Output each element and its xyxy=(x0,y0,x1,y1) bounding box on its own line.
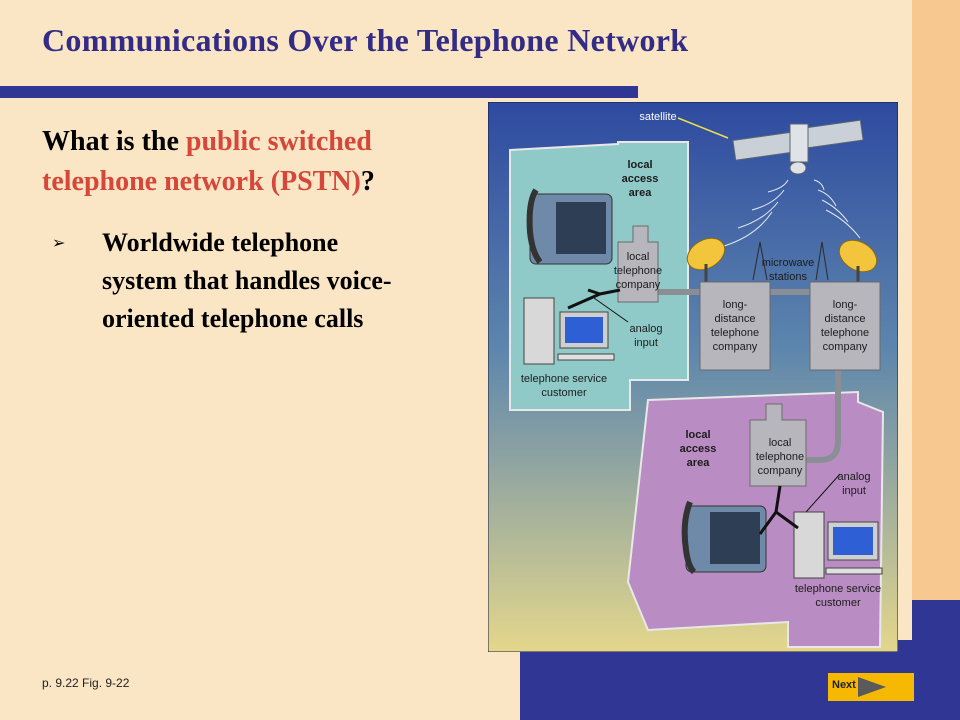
top-telephone-icon xyxy=(526,188,613,265)
bottom-customer-label-1: telephone service xyxy=(795,583,881,595)
top-analog-label-1: analog xyxy=(629,323,662,335)
svg-text:company: company xyxy=(713,341,758,353)
slide-title: Communications Over the Telephone Networ… xyxy=(42,22,689,58)
top-analog-label-2: input xyxy=(634,337,658,349)
pstn-figure: satellite microwave stations long- dista… xyxy=(488,102,898,652)
microwave-label-1: microwave xyxy=(762,257,815,269)
right-accent-strip xyxy=(912,0,960,640)
question: What is the public switched telephone ne… xyxy=(42,122,482,202)
svg-text:company: company xyxy=(758,465,803,477)
question-highlight: public switched telephone network (PSTN) xyxy=(42,126,372,197)
top-local-company-building: local telephone company xyxy=(614,225,662,303)
question-prefix: What is the xyxy=(42,126,186,157)
top-local-label-3: area xyxy=(629,187,653,199)
left-dish-icon xyxy=(686,237,726,284)
microwave-tower-icons xyxy=(752,241,829,281)
bullet-arrow-icon: ➢ xyxy=(52,233,66,252)
bottom-analog-label-2: input xyxy=(842,485,866,497)
title-rule xyxy=(0,86,638,98)
top-local-label-2: access xyxy=(622,173,659,185)
top-customer-label-1: telephone service xyxy=(521,373,607,385)
svg-text:telephone: telephone xyxy=(821,327,869,339)
top-customer-label-2: customer xyxy=(541,387,587,399)
svg-text:company: company xyxy=(823,341,868,353)
svg-text:distance: distance xyxy=(715,313,756,325)
svg-text:local: local xyxy=(627,251,650,263)
svg-text:company: company xyxy=(616,279,661,291)
bottom-computer-icon xyxy=(793,511,883,579)
question-suffix: ? xyxy=(360,166,375,197)
next-label: Next xyxy=(832,679,856,691)
microwave-label-2: stations xyxy=(769,271,807,283)
svg-text:long-: long- xyxy=(723,299,748,311)
svg-text:telephone: telephone xyxy=(711,327,759,339)
bottom-analog-label-1: analog xyxy=(837,471,870,483)
svg-text:telephone: telephone xyxy=(614,265,662,277)
next-arrow-icon xyxy=(858,677,886,697)
microwave-beams xyxy=(723,179,861,247)
page-reference: p. 9.22 Fig. 9-22 xyxy=(42,676,130,690)
bullet-text: Worldwide telephone system that handles … xyxy=(102,228,392,333)
bottom-band-corner xyxy=(912,600,960,720)
long-distance-right-building: long- distance telephone company xyxy=(809,281,881,371)
bottom-local-company-building: local telephone company xyxy=(749,403,807,487)
bottom-telephone-icon xyxy=(681,500,767,575)
bottom-local-label-2: access xyxy=(680,443,717,455)
bottom-local-label-3: area xyxy=(687,457,711,469)
top-computer-icon xyxy=(523,297,615,365)
long-distance-left-building: long- distance telephone company xyxy=(699,281,771,371)
svg-text:long-: long- xyxy=(833,299,858,311)
next-button[interactable]: Next xyxy=(828,673,914,701)
top-local-label-1: local xyxy=(627,159,652,171)
right-dish-icon xyxy=(838,239,878,286)
svg-text:distance: distance xyxy=(825,313,866,325)
bullet-item: ➢ Worldwide telephone system that handle… xyxy=(52,224,412,338)
svg-text:telephone: telephone xyxy=(756,451,804,463)
satellite-label: satellite xyxy=(639,111,676,123)
satellite-icon xyxy=(732,119,864,175)
bottom-local-label-1: local xyxy=(685,429,710,441)
svg-text:local: local xyxy=(769,437,792,449)
bottom-customer-label-2: customer xyxy=(815,597,861,609)
